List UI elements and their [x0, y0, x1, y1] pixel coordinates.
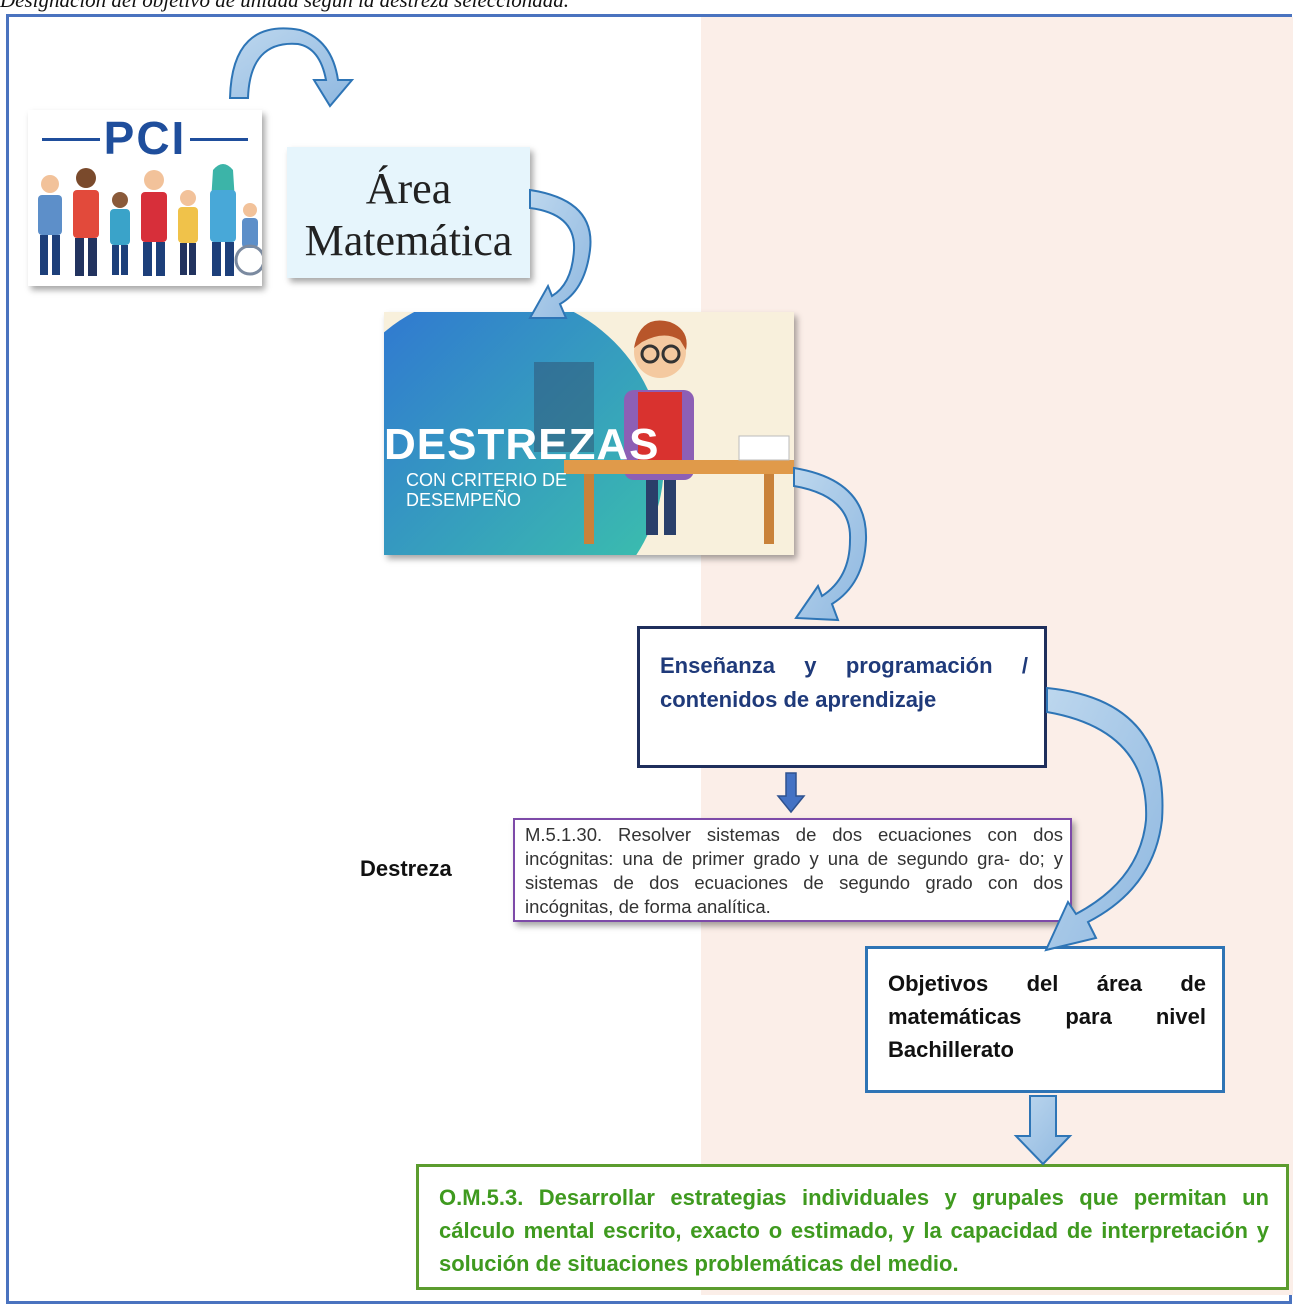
ensenanza-text: Enseñanza y programación / contenidos de…: [660, 653, 1028, 712]
objetivos-text: Objetivos del área de matemáticas para n…: [888, 971, 1206, 1062]
ensenanza-box: Enseñanza y programación / contenidos de…: [637, 626, 1047, 768]
objetivos-box: Objetivos del área de matemáticas para n…: [865, 946, 1225, 1093]
pci-people-illustration: [38, 164, 262, 276]
down-arrow-small: [776, 772, 806, 814]
person-1: [38, 175, 62, 275]
destrezas-illustration: [384, 312, 794, 555]
destreza-label: Destreza: [360, 856, 452, 881]
destreza-text: M.5.1.30. Resolver sistemas de dos ecuac…: [525, 824, 1063, 917]
area-title-line2: Matemática: [304, 216, 513, 265]
area-matematica-box: Área Matemática: [287, 147, 530, 278]
desk: [564, 460, 794, 474]
destrezas-image: DESTREZAS CON CRITERIO DE DESEMPEÑO: [384, 312, 794, 555]
curved-arrow-2: [528, 188, 592, 319]
person-3: [110, 192, 130, 275]
person-6: [210, 164, 236, 276]
objective-om-box: O.M.5.3. Desarrollar estrategias individ…: [416, 1164, 1289, 1290]
curved-arrow-4: [1044, 686, 1164, 952]
pci-title: PCI: [103, 112, 187, 164]
pci-rule-right: [190, 138, 248, 141]
person-5: [178, 190, 198, 275]
person-7: [234, 203, 262, 276]
person-4: [141, 170, 167, 276]
teacher-figure: [624, 320, 694, 535]
objective-om-text: O.M.5.3. Desarrollar estrategias individ…: [439, 1185, 1269, 1276]
figure-caption: Designación del objetivo de unidad según…: [0, 0, 570, 12]
area-title-line1: Área: [365, 164, 452, 213]
down-arrow-large: [1013, 1095, 1073, 1166]
destrezas-subtitle-line2: DESEMPEÑO: [406, 490, 522, 510]
destrezas-subtitle-line1: CON CRITERIO DE: [406, 470, 568, 490]
destrezas-subtitle: CON CRITERIO DE DESEMPEÑO: [406, 470, 626, 510]
destreza-box: M.5.1.30. Resolver sistemas de dos ecuac…: [513, 818, 1072, 922]
person-2: [73, 168, 99, 276]
curved-arrow-3: [793, 466, 868, 622]
pci-rule-left: [42, 138, 100, 141]
curved-arrow-1: [228, 27, 355, 108]
destrezas-title: DESTREZAS: [384, 420, 660, 469]
pci-image: PCI: [28, 110, 262, 286]
area-title: Área Matemática: [287, 163, 530, 267]
